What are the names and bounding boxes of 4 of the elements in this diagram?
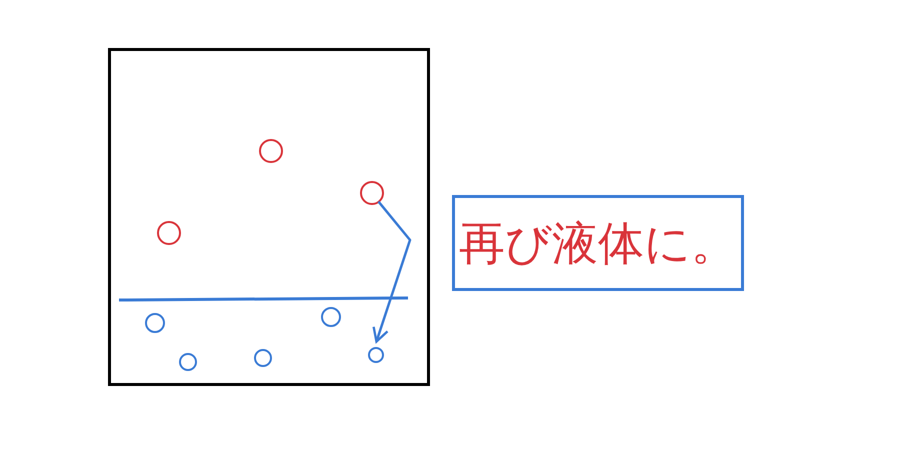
arrow [372, 200, 412, 343]
container-box [108, 48, 430, 386]
label-text: 再び液体に。 [459, 214, 737, 272]
text-box [452, 195, 744, 291]
